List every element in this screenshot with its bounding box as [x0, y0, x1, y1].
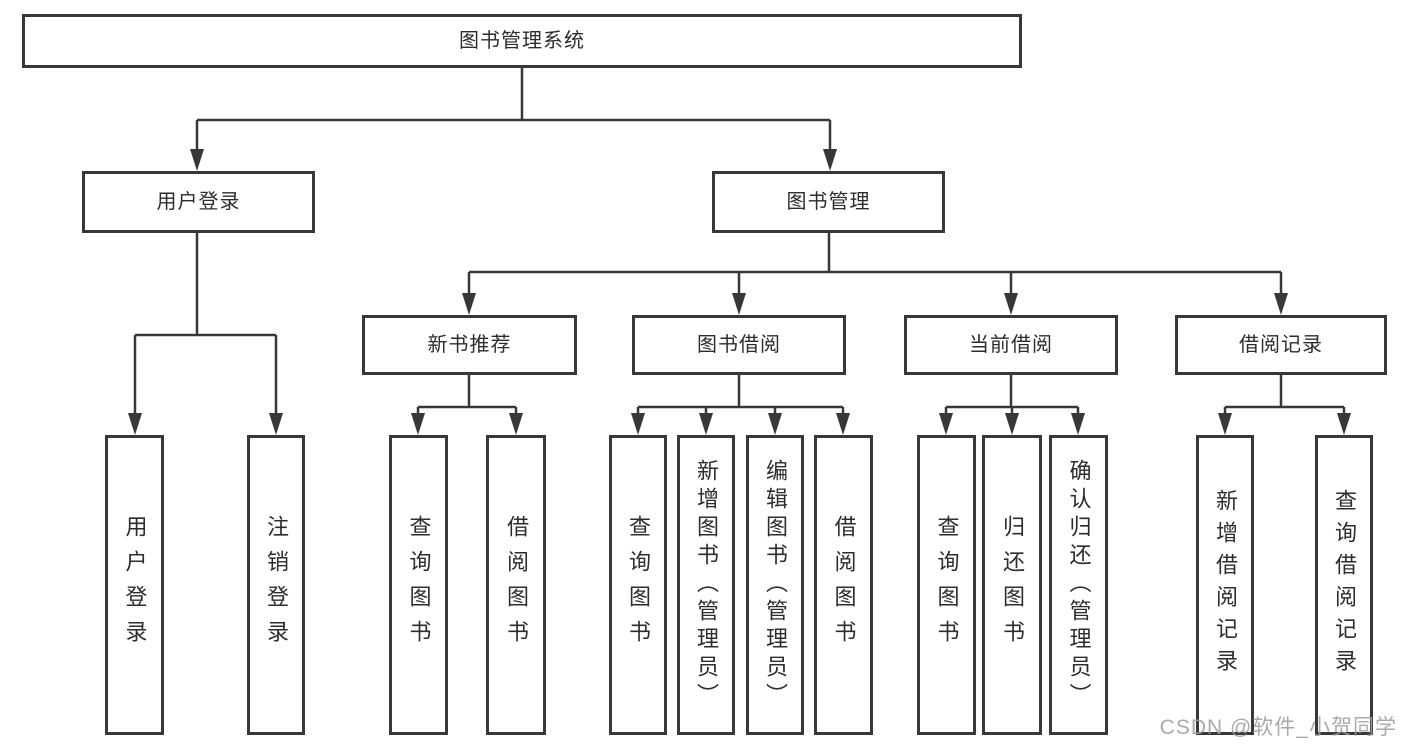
node-user-login: 用户登录: [82, 171, 315, 233]
leaf-return-books: 归还图书: [982, 435, 1042, 735]
node-borrowing-records: 借阅记录: [1175, 315, 1387, 375]
connector-current-to-leaves: [944, 375, 1080, 418]
leaf-add-borrow-record: 新增借阅记录: [1196, 435, 1254, 735]
connector-mgmt-to-level3: [467, 233, 1283, 296]
leaf-query-books-borrow: 查询图书: [609, 435, 667, 735]
leaf-add-books-admin: 新增图书（管理员）: [677, 435, 735, 735]
leaf-query-books-current: 查询图书: [917, 435, 976, 735]
csdn-watermark: CSDN @软件_小贺同学: [1159, 716, 1397, 739]
node-book-borrowing: 图书借阅: [632, 315, 846, 375]
leaf-edit-books-admin: 编辑图书（管理员）: [746, 435, 804, 735]
connector-newrec-to-leaves: [416, 375, 518, 418]
connector-login-to-leaves: [133, 233, 278, 416]
leaf-query-borrow-record: 查询借阅记录: [1315, 435, 1373, 735]
leaf-user-login: 用户登录: [105, 435, 164, 735]
leaf-logout: 注销登录: [247, 435, 305, 735]
node-current-borrowing: 当前借阅: [904, 315, 1118, 375]
connector-borrow-to-leaves: [636, 375, 845, 418]
node-root-system: 图书管理系统: [22, 14, 1022, 68]
node-new-book-recommend: 新书推荐: [362, 315, 577, 375]
leaf-query-books-newrec: 查询图书: [389, 435, 448, 735]
leaf-borrow-books-newrec: 借阅图书: [486, 435, 546, 735]
leaf-borrow-books: 借阅图书: [814, 435, 873, 735]
connector-root-to-level2: [195, 68, 832, 152]
node-book-management: 图书管理: [712, 171, 945, 233]
leaf-confirm-return-admin: 确认归还（管理员）: [1049, 435, 1108, 735]
arrowhead-down-icons: [128, 149, 1351, 435]
connector-record-to-leaves: [1223, 375, 1346, 418]
